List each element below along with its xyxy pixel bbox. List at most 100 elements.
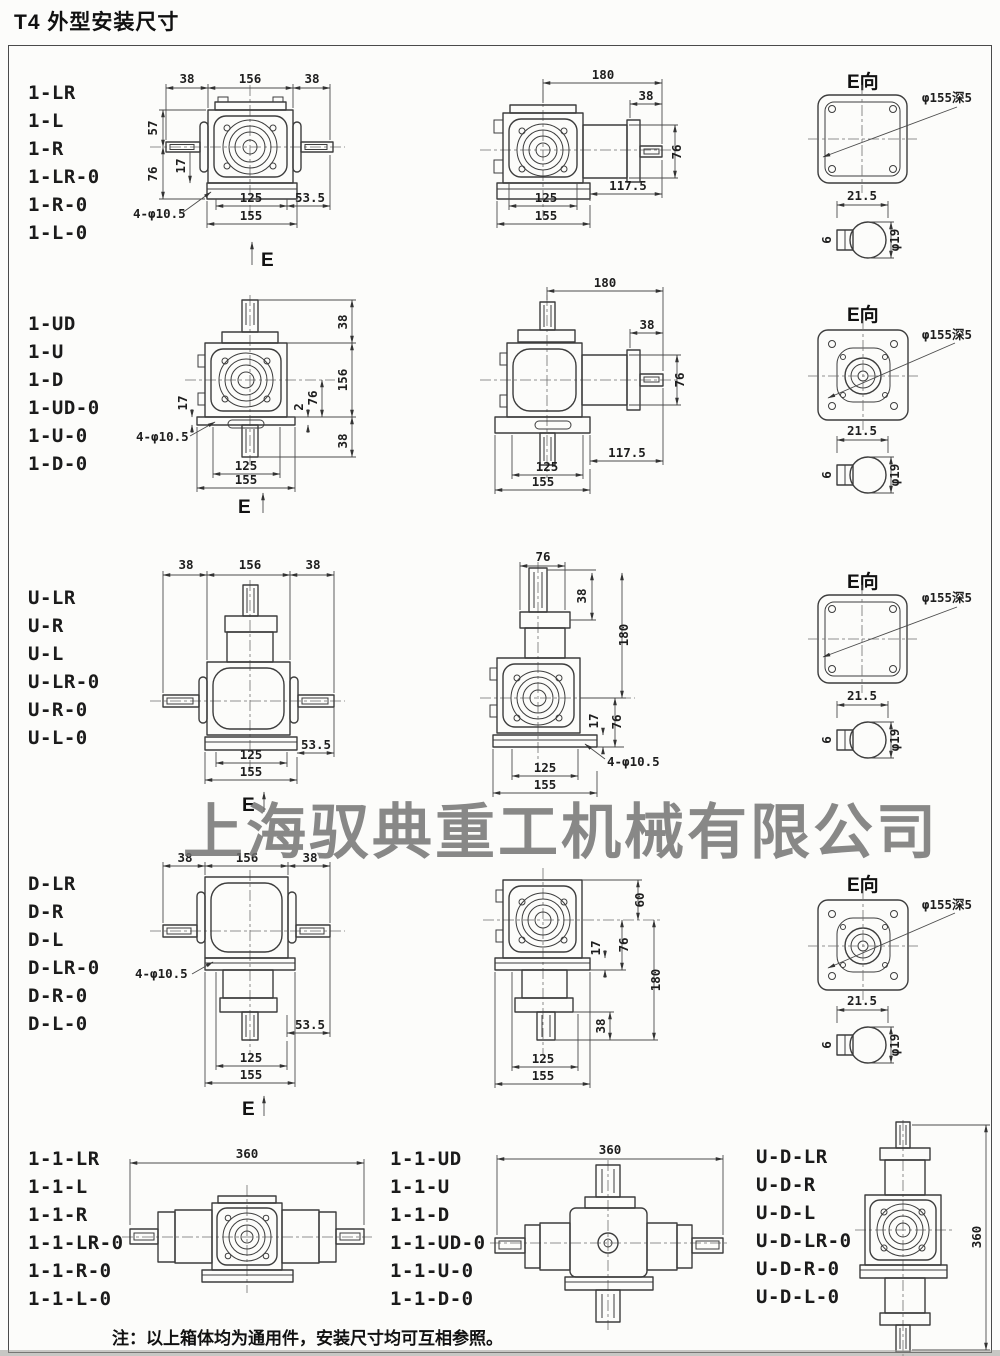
model-label: 1-1-R — [28, 1204, 88, 1226]
flange-geometry: φ155深5 — [808, 320, 972, 430]
model-list-2: 1-UD 1-U 1-D 1-UD-0 1-U-0 1-D-0 — [28, 310, 100, 478]
e-view-label: E向 — [847, 303, 879, 326]
flange-geometry: φ155深5 — [808, 890, 972, 1000]
e-view-label: E向 — [847, 570, 879, 593]
dim-360: 360 — [969, 1226, 984, 1249]
model-label: 1-1-L — [28, 1176, 88, 1198]
e-label: E — [242, 795, 255, 816]
model-label: 1-1-R-0 — [28, 1260, 112, 1282]
model-label: D-L — [28, 929, 64, 951]
model-label: 1-U — [28, 341, 64, 363]
model-label: D-L-0 — [28, 1013, 88, 1035]
dim-38: 38 — [593, 1018, 608, 1033]
dimensions: 60 17 76 180 38 125 155 — [494, 879, 663, 1088]
e-label: E — [261, 250, 274, 271]
model-label: D-LR — [28, 873, 76, 895]
model-label: 1-1-D — [390, 1204, 450, 1226]
dim-117-5: 117.5 — [608, 445, 646, 460]
gearbox-geometry — [480, 562, 635, 765]
dim-21-5: 21.5 — [847, 688, 877, 703]
model-label: U-D-LR-0 — [756, 1230, 852, 1252]
gearbox-geometry — [150, 85, 345, 220]
model-list-1: 1-LR 1-L 1-R 1-LR-0 1-R-0 1-L-0 — [28, 79, 100, 247]
dim-53-5: 53.5 — [295, 190, 325, 205]
model-list-5: 1-1-LR 1-1-L 1-1-R 1-1-LR-0 1-1-R-0 1-1-… — [28, 1145, 124, 1313]
dim-38: 38 — [304, 71, 319, 86]
dim-155: 155 — [240, 1067, 263, 1082]
dimensions: 360 — [129, 1146, 365, 1225]
dimensions: 38 156 38 4-φ10.5 53.5 125 155 E — [135, 850, 331, 1120]
drawing-ulr-side: 76 38 180 17 76 4-φ10.5 125 155 — [480, 549, 660, 797]
dim-125: 125 — [532, 1051, 555, 1066]
model-label: U-L-0 — [28, 727, 88, 749]
dim-125: 125 — [534, 760, 557, 775]
gearbox-geometry — [480, 295, 680, 478]
recess-callout: φ155深5 — [922, 897, 972, 912]
e-view-label: E向 — [847, 70, 879, 93]
company-watermark: 上海驭典重工机械有限公司 — [183, 799, 939, 866]
dim-76: 76 — [305, 390, 320, 405]
dim-38: 38 — [638, 88, 653, 103]
gearbox-geometry — [480, 90, 680, 218]
dim-360: 360 — [236, 1146, 259, 1161]
recess-callout: φ155深5 — [922, 327, 972, 342]
model-list-7: U-D-LR U-D-R U-D-L U-D-LR-0 U-D-R-0 U-D-… — [756, 1143, 852, 1311]
page-title: T4 外型安装尺寸 — [14, 11, 180, 34]
dimensions: 180 38 76 117.5 125 155 — [496, 67, 684, 228]
dim-125: 125 — [235, 458, 258, 473]
bolt-callout: 4-φ10.5 — [607, 754, 660, 769]
model-label: U-D-L — [756, 1202, 816, 1224]
drawing-1ud-side: 180 38 76 117.5 125 155 — [480, 275, 687, 494]
dim-76: 76 — [145, 166, 160, 181]
model-label: 1-1-LR-0 — [28, 1232, 124, 1254]
model-list-4: D-LR D-R D-L D-LR-0 D-R-0 D-L-0 — [28, 870, 100, 1038]
shaft-section: 21.5 6 φ19 — [819, 688, 902, 759]
model-label: 1-UD-0 — [28, 397, 100, 419]
model-label: U-R — [28, 615, 64, 637]
drawing-ulr-eview: E向 φ155深5 21.5 6 φ19 — [808, 570, 972, 759]
dim-180: 180 — [648, 969, 663, 992]
dim-phi19: φ19 — [887, 729, 902, 752]
drawing-11ud: 360 — [490, 1142, 730, 1330]
drawing-1lr-front: 38 156 38 57 76 17 125 53.5 155 4-φ10.5 … — [133, 71, 345, 271]
model-label: U-LR — [28, 587, 76, 609]
drawing-11lr: 360 — [122, 1146, 372, 1293]
shaft-section: 21.5 6 φ19 — [819, 993, 902, 1064]
dim-17: 17 — [175, 395, 190, 410]
model-label: U-D-R-0 — [756, 1258, 840, 1280]
drawing-1lr-side: 180 38 76 117.5 125 155 — [480, 67, 684, 228]
dim-76: 76 — [672, 372, 687, 387]
flange-geometry: φ155深5 — [808, 585, 972, 693]
gearbox-geometry — [122, 1185, 372, 1293]
dim-38: 38 — [574, 588, 589, 603]
dim-38: 38 — [305, 557, 320, 572]
dimensions: 360 — [496, 1142, 724, 1235]
dim-156: 156 — [236, 850, 259, 865]
model-label: 1-R — [28, 138, 64, 160]
dim-155: 155 — [532, 1068, 555, 1083]
dim-38: 38 — [179, 71, 194, 86]
shaft-section: 21.5 6 φ19 — [819, 188, 902, 259]
dim-phi19: φ19 — [887, 1034, 902, 1057]
dim-21-5: 21.5 — [847, 188, 877, 203]
dim-38: 38 — [178, 557, 193, 572]
dimensions: 38 156 38 76 2 17 125 155 4-φ10.5 E — [136, 299, 356, 518]
dim-17: 17 — [588, 940, 603, 955]
dimensions: 38 156 38 57 76 17 125 53.5 155 4-φ10.5 … — [133, 71, 331, 271]
dim-180: 180 — [592, 67, 615, 82]
model-label: 1-R-0 — [28, 194, 88, 216]
dim-38: 38 — [639, 317, 654, 332]
dim-76: 76 — [669, 144, 684, 159]
model-label: U-D-L-0 — [756, 1286, 840, 1308]
dim-180: 180 — [594, 275, 617, 290]
drawing-ulr-front: 38 156 38 125 53.5 155 E — [150, 557, 345, 816]
dim-180: 180 — [616, 624, 631, 647]
dim-76: 76 — [609, 714, 624, 729]
dimensions: 76 38 180 17 76 4-φ10.5 125 155 — [492, 549, 660, 797]
drawing-1ud-eview: E向 φ155深5 21.5 6 φ19 — [808, 303, 972, 494]
e-label: E — [238, 497, 251, 518]
model-label: 1-UD — [28, 313, 76, 335]
dim-2: 2 — [291, 403, 306, 411]
dim-21-5: 21.5 — [847, 993, 877, 1008]
model-label: 1-1-UD-0 — [390, 1232, 486, 1254]
